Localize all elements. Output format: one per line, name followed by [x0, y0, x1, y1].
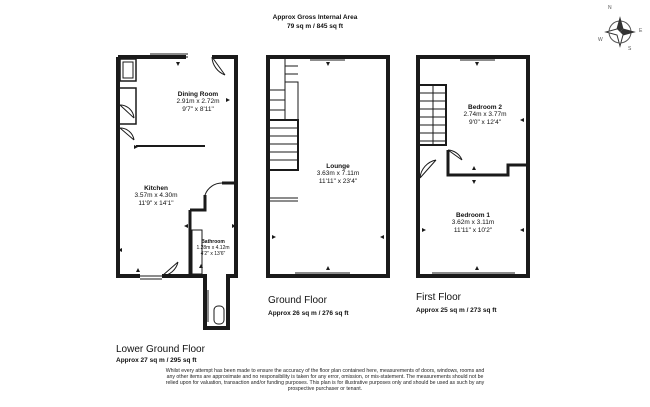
kitchen-label: Kitchen 3.57m x 4.30m 11'9" x 14'1"	[116, 185, 196, 207]
ground-staircase	[270, 57, 299, 171]
compass-s-label: S	[628, 46, 632, 52]
cupboard-1	[119, 58, 137, 82]
compass-e-label: E	[639, 28, 643, 34]
compass-w-label: W	[598, 37, 603, 43]
bathroom-metric: 1.28m x 4.12m	[196, 244, 230, 251]
dining-room-metric: 2.91m x 2.72m	[176, 98, 220, 106]
first-floor-title: First Floor	[416, 292, 461, 303]
bedroom2-metric: 2.74m x 3.77m	[463, 111, 507, 119]
gross-area-value: 79 sq m / 845 sq ft	[287, 23, 343, 30]
disclaimer-line-4: prospective purchaser or tenant.	[287, 385, 363, 392]
disclaimer-line-3: relied upon for valuation, transaction a…	[165, 379, 485, 386]
bedroom1-imperial: 11'11" x 10'2"	[453, 226, 493, 234]
lounge-name: Lounge	[326, 163, 350, 170]
kitchen-name: Kitchen	[144, 185, 168, 192]
cupboard-2	[120, 87, 137, 125]
bedroom2-name: Bedroom 2	[468, 104, 502, 111]
compass-n-label: N	[608, 5, 612, 11]
toilet	[213, 305, 225, 325]
lounge-label: Lounge 3.63m x 7.11m 11'11" x 23'4"	[298, 163, 378, 185]
bedroom1-metric: 3.62m x 3.11m	[451, 219, 495, 227]
bathroom-label: Bathroom 1.28m x 4.12m 4'2" x 13'6"	[193, 239, 233, 257]
ground-floor-title: Ground Floor	[268, 295, 327, 306]
first-staircase	[420, 84, 447, 146]
lower-ground-floor-area: Approx 27 sq m / 295 sq ft	[116, 357, 197, 364]
gross-area-title: Approx Gross Internal Area	[272, 14, 358, 21]
bathroom-imperial: 4'2" x 13'6"	[200, 250, 226, 257]
bedroom2-imperial: 9'0" x 12'4"	[468, 118, 502, 126]
bedroom2-label: Bedroom 2 2.74m x 3.77m 9'0" x 12'4"	[445, 104, 525, 126]
lounge-metric: 3.63m x 7.11m	[316, 170, 360, 178]
bathroom-name: Bathroom	[201, 239, 225, 245]
first-floor-plan	[416, 55, 530, 278]
compass-rose	[604, 16, 636, 48]
disclaimer-line-2: any other items are approximate and no r…	[166, 373, 484, 380]
dining-room-name: Dining Room	[177, 91, 219, 98]
first-floor-area: Approx 25 sq m / 273 sq ft	[416, 307, 497, 314]
dining-room-label: Dining Room 2.91m x 2.72m 9'7" x 8'11"	[158, 91, 238, 113]
kitchen-imperial: 11'9" x 14'1"	[138, 199, 174, 207]
disclaimer: Whilst every attempt has been made to en…	[105, 368, 545, 393]
bathroom-wall	[188, 181, 236, 276]
kitchen-metric: 3.57m x 4.30m	[134, 192, 178, 200]
bedroom1-label: Bedroom 1 3.62m x 3.11m 11'11" x 10'2"	[433, 212, 513, 234]
ground-floor-plan	[266, 55, 390, 278]
disclaimer-line-1: Whilst every attempt has been made to en…	[165, 368, 485, 374]
bedroom1-name: Bedroom 1	[456, 212, 490, 219]
lower-ground-floor-plan	[116, 53, 238, 330]
dining-door	[211, 56, 226, 76]
bedroom-partition	[446, 150, 528, 177]
dining-room-imperial: 9'7" x 8'11"	[182, 105, 214, 113]
lounge-imperial: 11'11" x 23'4"	[318, 177, 358, 185]
ground-floor-area: Approx 26 sq m / 276 sq ft	[268, 310, 349, 317]
lower-ground-floor-title: Lower Ground Floor	[116, 344, 205, 355]
bath	[191, 229, 203, 275]
